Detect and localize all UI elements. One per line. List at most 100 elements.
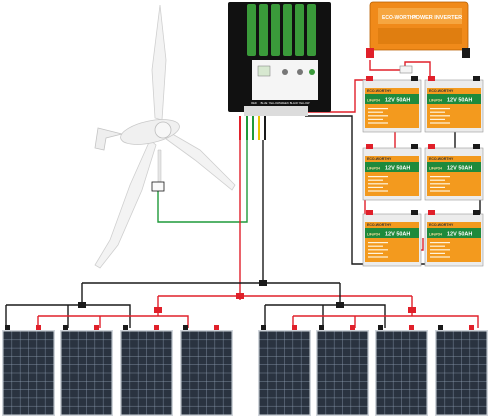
solar-panel-terminal-negative bbox=[5, 325, 10, 330]
inverter-terminal-red bbox=[366, 48, 374, 58]
right-red-branch bbox=[292, 310, 479, 328]
battery-spec-line bbox=[368, 118, 383, 120]
battery-brand: ECO-WORTHY bbox=[429, 157, 454, 161]
battery-spec-line bbox=[368, 256, 388, 258]
left-red-branch bbox=[37, 310, 189, 328]
battery-spec-line bbox=[430, 179, 445, 181]
battery-spec-line bbox=[430, 183, 450, 185]
battery-spec-line bbox=[368, 252, 383, 254]
battery-terminal-negative bbox=[411, 210, 418, 215]
battery-spec-line bbox=[430, 118, 445, 120]
left-connector-black bbox=[78, 302, 86, 308]
controller-indicator-3 bbox=[309, 69, 315, 75]
solar-panel bbox=[2, 325, 55, 416]
controller-terminal-label: BLUE bbox=[261, 101, 268, 105]
battery-spec-line bbox=[368, 190, 388, 192]
solar-red-bus bbox=[157, 295, 413, 310]
battery-capacity: 12V 50AH bbox=[447, 98, 472, 104]
battery-terminal-positive bbox=[428, 76, 435, 81]
solar-panel-terminal-negative bbox=[319, 325, 324, 330]
battery-stripe bbox=[427, 94, 481, 104]
solar-panel-terminal-negative bbox=[261, 325, 266, 330]
inverter-label: POWER INVERTER bbox=[412, 15, 462, 21]
controller-label-tab bbox=[295, 4, 304, 56]
battery-terminal-negative bbox=[473, 144, 480, 149]
left-connector-red bbox=[154, 307, 162, 313]
solar-panel bbox=[60, 325, 113, 416]
turbine-blade-right bbox=[161, 127, 236, 191]
controller-label-tab bbox=[271, 4, 280, 56]
battery-spec-line bbox=[430, 115, 450, 117]
right-connector-black bbox=[336, 302, 344, 308]
controller-terminal-label: GREEN bbox=[279, 101, 288, 105]
battery-spec-line bbox=[368, 115, 388, 117]
battery-terminal-positive bbox=[366, 76, 373, 81]
controller-label-tab bbox=[307, 4, 316, 56]
solar-panel-terminal-positive bbox=[409, 325, 414, 330]
connectors bbox=[78, 65, 416, 313]
controller-label-tab bbox=[259, 4, 268, 56]
controller-label-tab bbox=[247, 4, 256, 56]
controller-output-wires bbox=[239, 116, 266, 140]
battery-spec-line bbox=[430, 176, 450, 178]
battery-terminal-negative bbox=[473, 76, 480, 81]
solar-panel-terminal-positive bbox=[154, 325, 159, 330]
battery-spec-line bbox=[430, 256, 450, 258]
battery-spec-line bbox=[368, 108, 388, 110]
solar-panel-terminal-positive bbox=[350, 325, 355, 330]
battery-spec-line bbox=[368, 122, 388, 124]
battery-spec-line bbox=[368, 179, 383, 181]
battery-spec-line bbox=[368, 176, 388, 178]
controller-terminal-strip bbox=[244, 106, 308, 116]
inverter-fins bbox=[378, 28, 462, 44]
battery-terminal-negative bbox=[411, 144, 418, 149]
turbine-blade-left bbox=[94, 139, 157, 269]
battery-terminal-negative bbox=[411, 76, 418, 81]
battery: ECO-WORTHY 12V 50AH LiFePO4 bbox=[362, 76, 422, 133]
solar-panel bbox=[258, 325, 311, 416]
controller-terminal-label: BLACK bbox=[290, 101, 299, 105]
battery-stripe bbox=[365, 94, 419, 104]
battery-brand: ECO-WORTHY bbox=[367, 223, 392, 227]
battery-type: LiFePO4 bbox=[367, 99, 380, 103]
battery-type: LiFePO4 bbox=[429, 233, 442, 237]
inverter-brand: ECO-WORTHY bbox=[382, 15, 417, 21]
battery-terminal-positive bbox=[428, 144, 435, 149]
battery-spec-line bbox=[430, 122, 450, 124]
battery-capacity: 12V 50AH bbox=[385, 98, 410, 104]
solar-panel bbox=[435, 325, 488, 416]
battery-capacity: 12V 50AH bbox=[447, 232, 472, 238]
controller-terminal-label: RED bbox=[251, 101, 257, 105]
battery-stripe bbox=[365, 162, 419, 172]
battery-brand: ECO-WORTHY bbox=[429, 89, 454, 93]
solar-panel-terminal-negative bbox=[63, 325, 68, 330]
battery-spec-line bbox=[430, 108, 450, 110]
solar-panel-terminal-positive bbox=[292, 325, 297, 330]
battery-spec-line bbox=[430, 245, 445, 247]
bus-connector-red bbox=[236, 293, 244, 299]
battery-capacity: 12V 50AH bbox=[385, 232, 410, 238]
solar-panel-terminal-positive bbox=[94, 325, 99, 330]
battery-spec-line bbox=[368, 242, 388, 244]
battery-spec-line bbox=[430, 190, 450, 192]
battery-brand: ECO-WORTHY bbox=[429, 223, 454, 227]
battery-brand: ECO-WORTHY bbox=[367, 89, 392, 93]
wind-turbine bbox=[94, 4, 236, 269]
solar-panel-terminal-negative bbox=[123, 325, 128, 330]
right-connector-red bbox=[408, 307, 416, 313]
controller-label-tab bbox=[283, 4, 292, 56]
battery-spec-line bbox=[430, 242, 450, 244]
battery-spec-line bbox=[368, 183, 388, 185]
battery-spec-line bbox=[368, 249, 388, 251]
battery-spec-line bbox=[430, 252, 445, 254]
power-inverter: ECO-WORTHY POWER INVERTER bbox=[366, 1, 470, 58]
solar-black-bus bbox=[81, 282, 341, 305]
controller-lcd bbox=[257, 65, 271, 77]
turbine-tail bbox=[94, 127, 123, 151]
